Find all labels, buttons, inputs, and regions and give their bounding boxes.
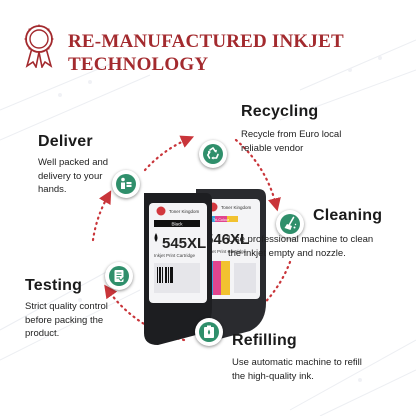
arrow-deliver-to-recycling	[143, 135, 195, 172]
recycling-desc: Recycle from Euro local reliable vendor	[241, 129, 342, 154]
award-rosette-icon	[24, 24, 54, 68]
black-brand-crown-icon	[156, 206, 166, 216]
recycling-title: Recycling	[241, 103, 319, 120]
refilling-desc: Use automatic machine to refill the high…	[232, 357, 362, 382]
ink-cartridges-image: Toner Kingdom Tri-Colour 546XL Inkjet Pr…	[144, 189, 266, 345]
deliver-desc: Well packed and delivery to your hands.	[38, 157, 109, 195]
delivery-person-icon	[116, 174, 136, 194]
recycling-badge	[199, 140, 227, 168]
testing-badge	[105, 262, 133, 290]
cleaning-desc: Use professional machine to clean the in…	[228, 234, 374, 259]
cleaning-broom-icon	[280, 214, 300, 234]
page-title-line-1: RE-MANUFACTURED INKJET	[68, 31, 344, 52]
deliver-badge	[112, 170, 140, 198]
black-cartridge: Toner Kingdom Black 545XL Inkjet Print C…	[144, 193, 212, 345]
ink-drop-icon	[154, 233, 158, 242]
black-brand-text: Toner Kingdom	[169, 209, 200, 214]
color-sub-text: Inkjet Print Cartridge	[205, 249, 247, 254]
page-title-line-2: TECHNOLOGY	[68, 54, 209, 75]
black-sub-text: Inkjet Print Cartridge	[154, 253, 196, 258]
cleaning-badge	[276, 210, 304, 238]
color-cartridge: Toner Kingdom Tri-Colour 546XL Inkjet Pr…	[196, 189, 266, 341]
testing-desc: Strict quality control before packing th…	[25, 301, 108, 339]
color-brand-text: Toner Kingdom	[221, 205, 252, 210]
cleaning-title: Cleaning	[313, 207, 383, 224]
arrow-testing-to-deliver	[91, 190, 112, 242]
page-title: RE-MANUFACTURED INKJET TECHNOLOGY	[68, 30, 408, 76]
black-model-text: 545XL	[162, 235, 206, 252]
color-model-text: 546XL	[205, 231, 249, 248]
refilling-badge	[195, 318, 223, 346]
recycle-icon	[203, 144, 223, 164]
deliver-title: Deliver	[38, 133, 93, 150]
color-label-text: Tri-Colour	[213, 218, 230, 222]
black-label-text: Black	[171, 222, 183, 227]
refill-ink-icon	[199, 322, 219, 342]
refilling-title: Refilling	[232, 332, 297, 349]
arrow-recycling-to-cleaning	[234, 138, 281, 212]
testing-title: Testing	[25, 277, 83, 294]
arrow-refilling-to-testing	[104, 284, 186, 342]
checklist-icon	[109, 266, 129, 286]
